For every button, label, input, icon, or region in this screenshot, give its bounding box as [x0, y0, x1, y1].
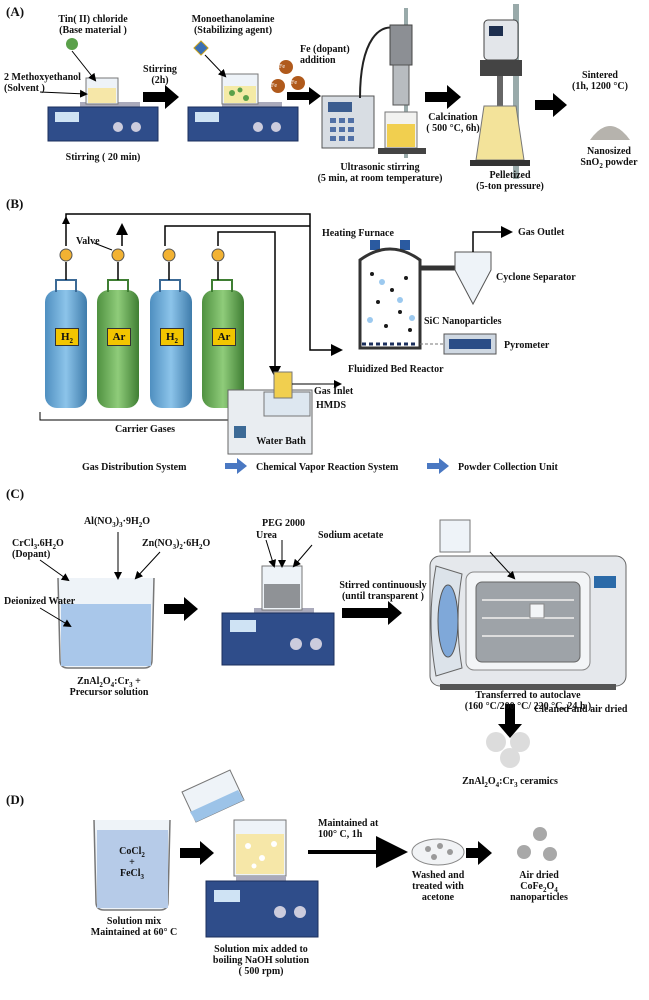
h2-badge-2: H2: [160, 328, 184, 346]
stirring-2h-label: Stirring(2h): [143, 64, 177, 86]
panel-b-label: (B): [6, 196, 24, 211]
fbr-label: Fluidized Bed Reactor: [348, 364, 444, 375]
h2-badge-1: H2: [55, 328, 79, 346]
hmds-label: HMDS: [316, 400, 346, 411]
arrow-a4: [535, 93, 567, 117]
fe-symbol-1: Fe: [279, 64, 285, 70]
urea-label: Urea: [256, 530, 277, 541]
beaker-1-icon: [85, 77, 119, 105]
stirrer-plate-4-icon: [205, 876, 319, 938]
water-bath-label: Water Bath: [256, 436, 306, 447]
arrow-a1: [143, 85, 179, 109]
gas-inlet-label: Gas Inlet: [314, 386, 354, 397]
ar-badge-1: Ar: [107, 328, 131, 346]
panel-d-graphics: [93, 769, 557, 938]
pelletized-label: Pelletized(5-ton pressure): [476, 170, 544, 192]
arrow-d3: [466, 841, 492, 865]
valve-label: Valve: [76, 236, 100, 247]
autoclave-icon: [429, 555, 627, 690]
water-bath-icon: [227, 371, 342, 455]
panel-a-label: (A): [6, 4, 25, 19]
panel-c-label: (C): [6, 486, 25, 501]
arrow-c2: [342, 601, 402, 625]
panel-a-graphics: [39, 4, 630, 179]
valve-icon: [59, 248, 225, 262]
gas-cylinders-icon: [45, 262, 244, 408]
stirrer-plate-1-icon: [47, 102, 159, 142]
zn-nitrate-label: Zn(NO3)2·6H2O: [142, 538, 211, 551]
calcination-label: Calcination( 500 °C, 6h): [426, 112, 480, 134]
precursor-label: ZnAl2O4:Cr3 + Precursor solution: [69, 676, 149, 698]
stirring-20-label: Stirring ( 20 min): [65, 152, 141, 163]
chemical-vapor-label: Chemical Vapor Reaction System: [256, 462, 399, 473]
fe-dopant-icon: [271, 60, 305, 93]
stirrer-plate-3-icon: [221, 608, 335, 666]
peg-label: PEG 2000: [262, 518, 306, 529]
arrow-d1: [180, 841, 214, 865]
flow-arrow-1: [225, 458, 247, 474]
pyrometer-label: Pyrometer: [504, 340, 550, 351]
stirrer-plate-2-icon: [187, 102, 299, 142]
nanoparticles-icon: [517, 827, 557, 861]
gas-outlet-label: Gas Outlet: [518, 227, 565, 238]
autoclave-label: Transferred to autoclave(160 °C/200 °C/ …: [464, 690, 592, 712]
panel-c-graphics: [39, 519, 627, 768]
cleaned-label: Cleaned and air dried: [534, 704, 628, 715]
solution-beaker-icon: [93, 819, 171, 911]
gas-distribution-label: Gas Distribution System: [82, 462, 187, 473]
panel-d-label: (D): [6, 792, 25, 807]
ultrasonic-label: Ultrasonic stirring(5 min, at room tempe…: [317, 162, 443, 184]
cocl-fecl-label: CoCl2 + FeCl3: [119, 846, 145, 881]
al-nitrate-label: Al(NO3)3·9H2O: [83, 516, 151, 529]
pelletizer-icon: [470, 4, 530, 179]
precursor-beaker-icon: [57, 577, 155, 669]
tin-chloride-label: Tin( II) chloride(Base material ): [58, 14, 128, 36]
tin-chloride-icon: [66, 38, 78, 50]
fe-dopant-label: Fe (dopant)addition: [300, 44, 350, 66]
heating-furnace-label: Heating Furnace: [322, 228, 394, 239]
ar-badge-2: Ar: [212, 328, 236, 346]
beaker-2-icon: [221, 73, 259, 105]
cyclone-label: Cyclone Separator: [496, 272, 576, 283]
sintered-label: Sintered(1h, 1200 °C): [572, 70, 628, 92]
cr-chloride-label: CrCl3.6H2O (Dopant): [12, 538, 64, 560]
sodium-acetate-label: Sodium acetate: [318, 530, 384, 541]
arrow-c1: [164, 597, 198, 621]
solvent-label: 2 Methoxyethanol(Solvent ): [4, 72, 81, 94]
cofe2o4-label: Air dried CoFe2O4 nanoparticles: [510, 870, 568, 903]
sic-label: SiC Nanoparticles: [424, 316, 502, 327]
monoethanolamine-label: Monoethanolamine(Stabilizing agent): [191, 14, 275, 36]
pyrometer-icon: [420, 333, 497, 355]
stirred-label: Stirred continuously(until transparent ): [339, 580, 427, 602]
sno2-powder-icon: [590, 126, 630, 140]
nanosized-label: Nanosized SnO2 powder: [580, 146, 638, 170]
fluidized-bed-reactor-icon: [358, 240, 455, 350]
arrow-a2: [287, 87, 321, 105]
monoethanolamine-icon: [193, 40, 209, 56]
powder-collection-label: Powder Collection Unit: [458, 462, 558, 473]
petri-dish-icon: [411, 838, 465, 866]
flow-arrow-2: [427, 458, 449, 474]
arrow-c3: [498, 704, 522, 738]
arrow-a3: [425, 85, 461, 109]
carrier-gases-label: Carrier Gases: [114, 424, 176, 435]
pouring-beaker-icon: [181, 769, 245, 823]
naoh-beaker-icon: [233, 819, 287, 877]
cyclone-separator-icon: [454, 226, 513, 306]
ceramic-pellets-icon: [486, 732, 530, 768]
fe-symbol-3: Fe: [271, 83, 277, 89]
ceramics-label: ZnAl2O4:Cr3 ceramics: [462, 776, 558, 789]
fe-symbol-2: Fe: [291, 80, 297, 86]
deionized-label: Deionized Water: [4, 596, 76, 607]
autoclave-beaker-icon: [439, 519, 471, 553]
panel-b-graphics: [39, 213, 513, 474]
ultrasonic-processor-icon: [321, 8, 426, 158]
stirring-beaker-icon: [261, 565, 303, 611]
